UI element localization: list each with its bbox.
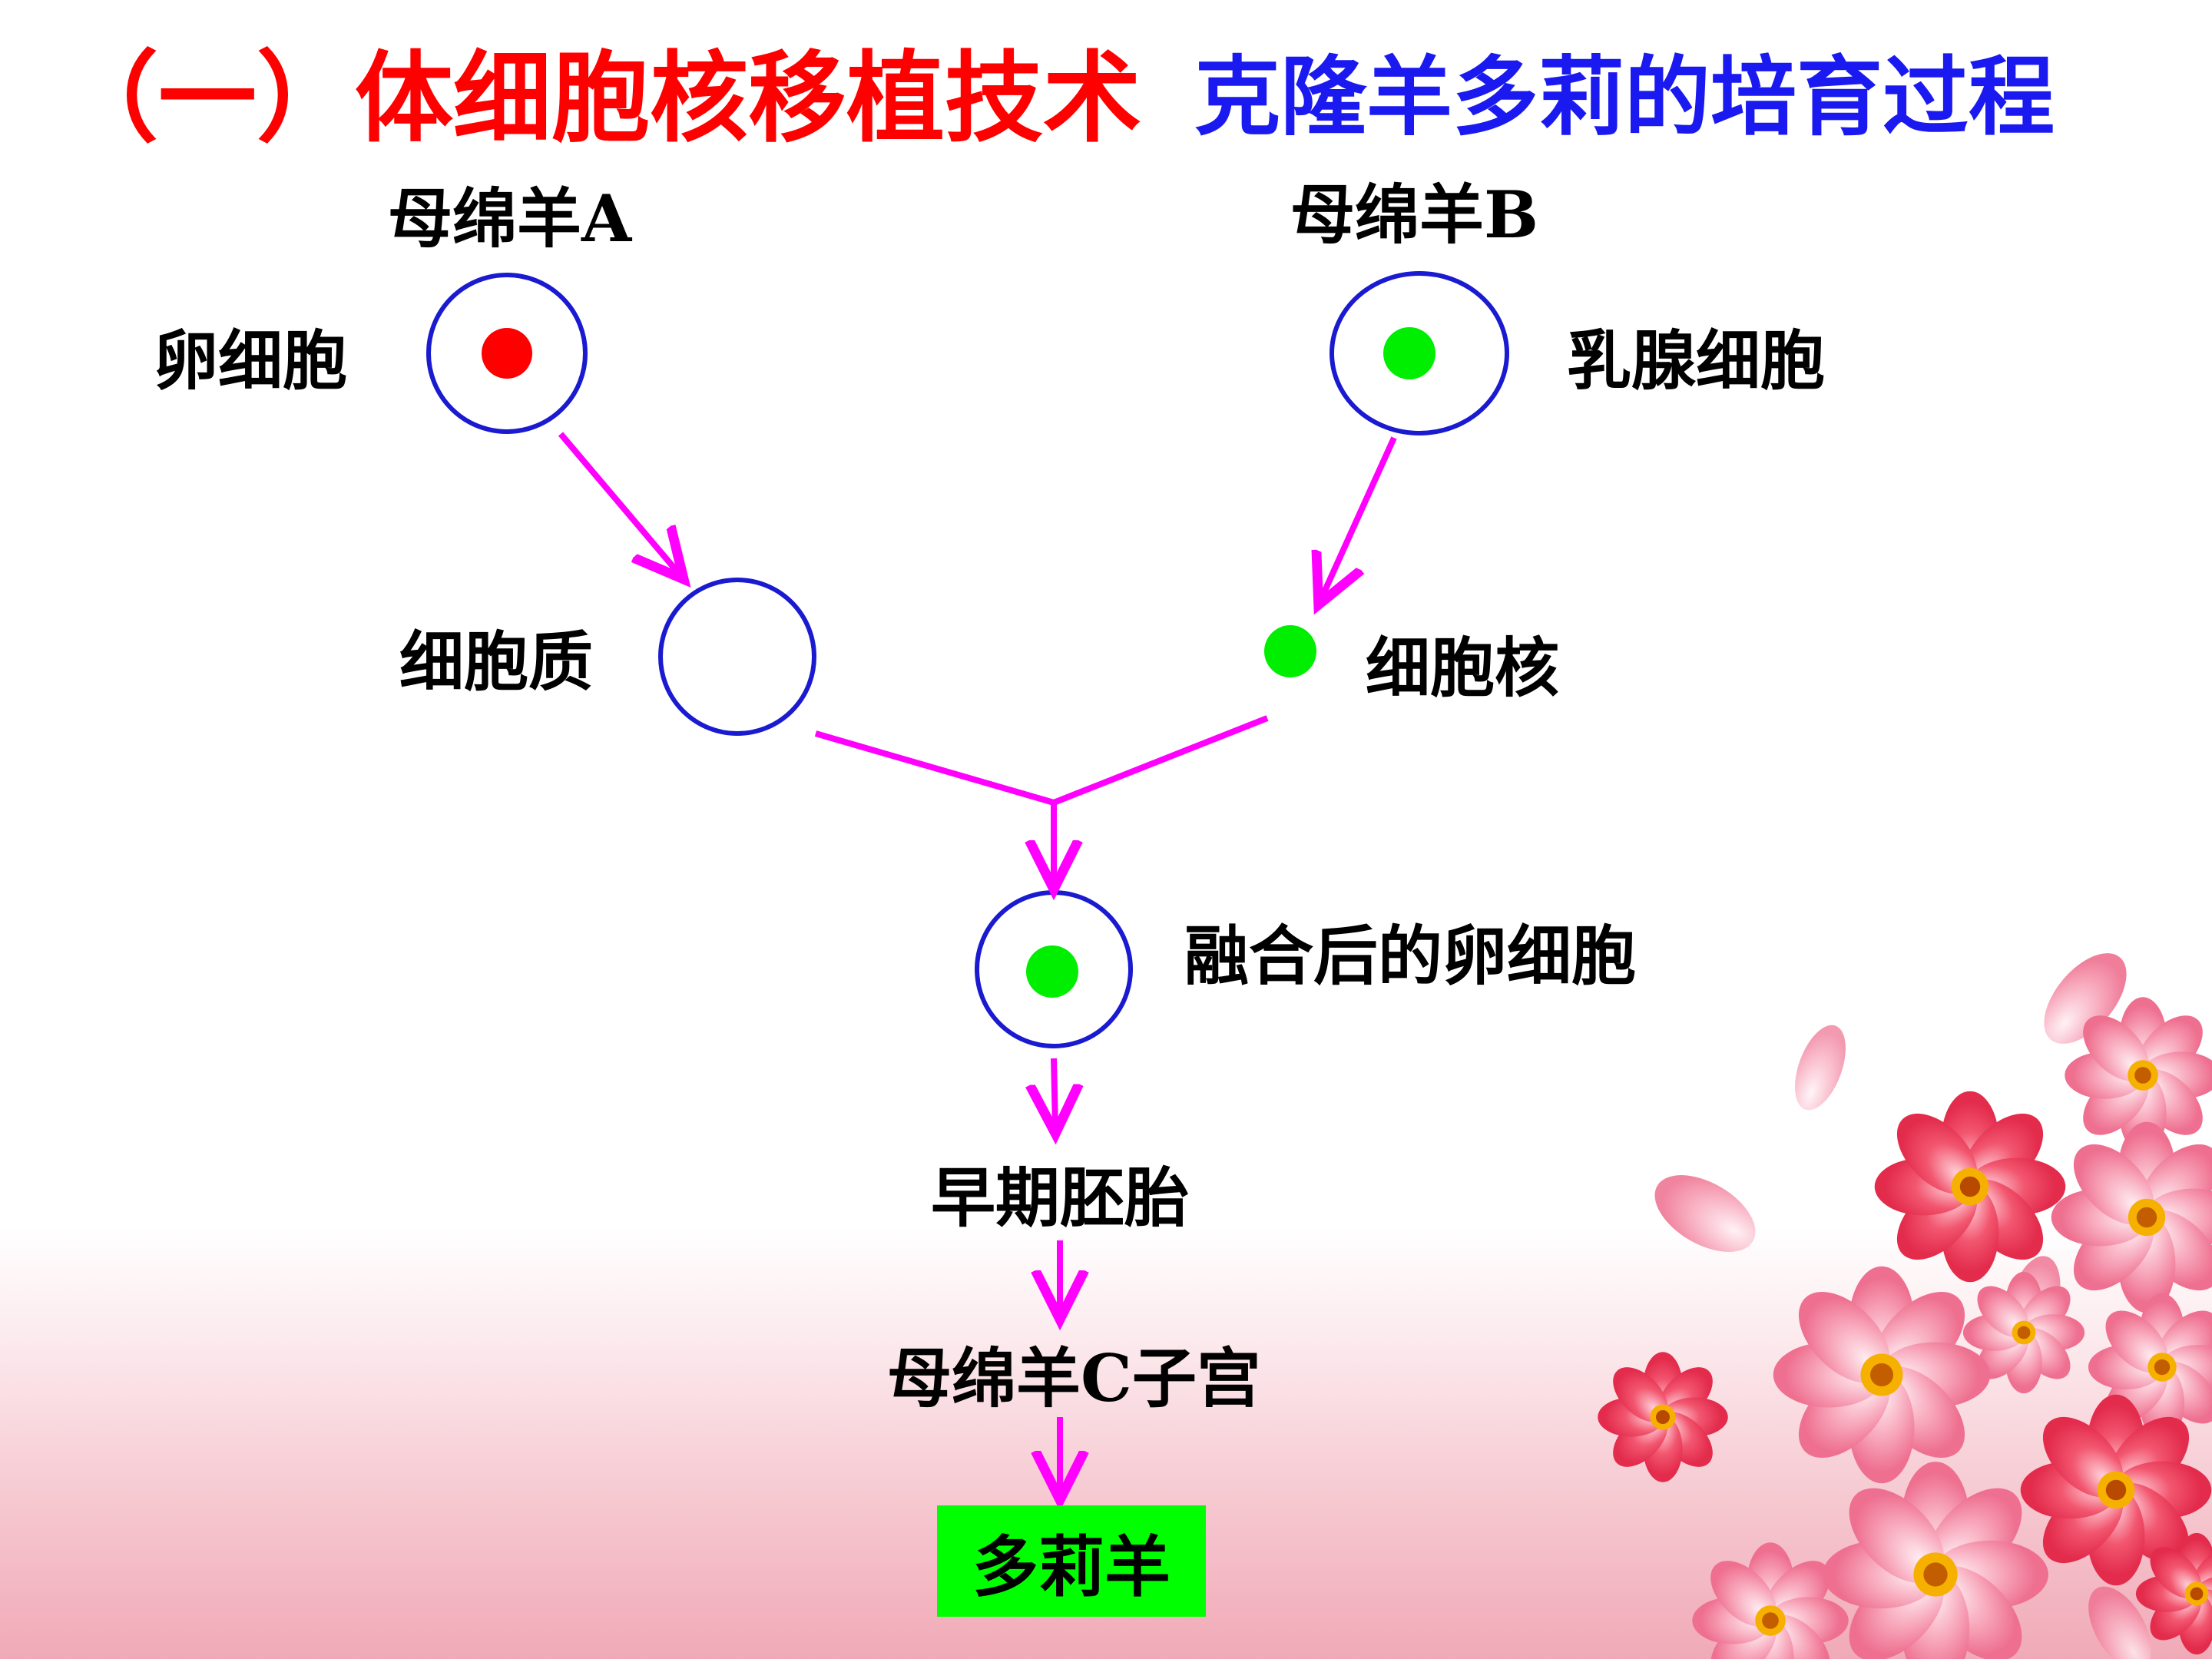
nucleus-shape: [1264, 625, 1316, 677]
label-mammary-cell: 乳腺细胞: [1567, 323, 1826, 399]
arrow-mammary-to-nucleus: [1321, 436, 1397, 599]
arrow-fused-to-embryo: [1054, 1058, 1055, 1128]
label-nucleus: 细胞核: [1366, 630, 1560, 706]
mammary-cell-shape: [1330, 271, 1509, 435]
arrow-egg-to-cytoplasm: [558, 432, 680, 575]
fused-egg-shape: [975, 890, 1133, 1048]
egg-nucleus: [482, 328, 532, 379]
label-fused-egg: 融合后的卵细胞: [1184, 918, 1637, 994]
label-early-embryo: 早期胚胎: [931, 1160, 1190, 1236]
label-cytoplasm: 细胞质: [399, 624, 594, 700]
label-sheep-a: 母绵羊A: [388, 180, 632, 257]
merge-line-left: [814, 730, 1055, 806]
section-title: （一）体细胞核移植技术: [60, 41, 1142, 156]
diagram-title: 克隆羊多莉的培育过程: [1194, 48, 2055, 147]
mammary-nucleus: [1383, 327, 1435, 379]
label-uterus: 母绵羊C子宫: [887, 1340, 1261, 1416]
label-egg-cell: 卵细胞: [154, 323, 348, 399]
label-sheep-b: 母绵羊B: [1290, 177, 1538, 253]
cytoplasm-shape: [658, 578, 816, 736]
result-dolly-box: 多莉羊: [937, 1505, 1206, 1617]
egg-cell-shape: [426, 273, 588, 434]
merge-line-right: [1052, 715, 1269, 806]
label-result: 多莉羊: [972, 1528, 1171, 1606]
